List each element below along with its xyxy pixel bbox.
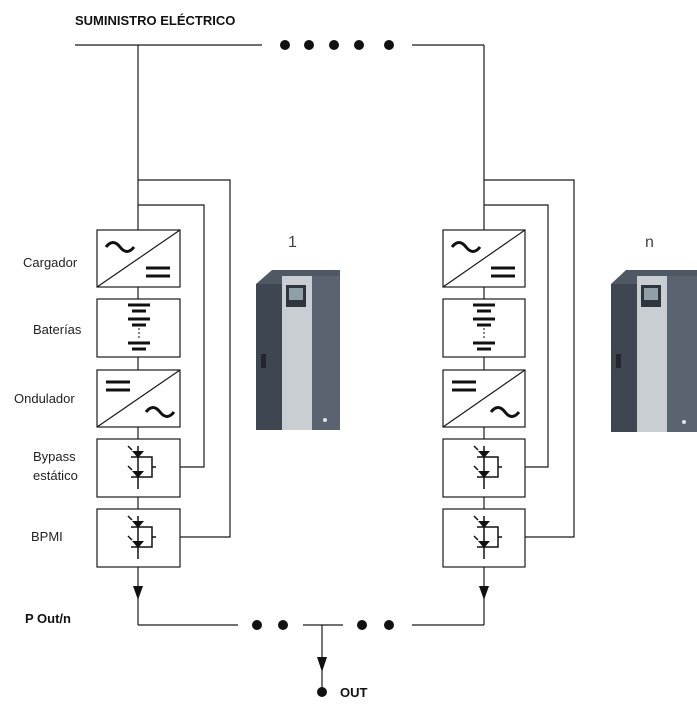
- bypass-block-n: [442, 438, 526, 498]
- label-ondulador: Ondulador: [14, 391, 75, 406]
- label-baterias: Baterías: [33, 322, 82, 337]
- supply-bus-dots: [280, 40, 394, 50]
- output-bus-dots: [252, 620, 394, 630]
- output-label: P Out/n: [25, 611, 71, 626]
- inverter-block-n: [442, 369, 526, 428]
- supply-label: SUMINISTRO ELÉCTRICO: [75, 13, 235, 28]
- ups-cabinet-1: [256, 270, 340, 430]
- out-label: OUT: [340, 685, 368, 700]
- unit-n-index: n: [645, 234, 654, 251]
- label-bypass-line2: estático: [33, 468, 78, 483]
- unit-n-output-arrow: [479, 586, 489, 600]
- bpmi-block-n: [442, 508, 526, 568]
- unit-1-index: 1: [288, 234, 297, 251]
- label-bypass-line1: Bypass: [33, 449, 76, 464]
- out-terminal: [317, 687, 327, 697]
- ups-cabinet-n: [611, 270, 697, 432]
- inverter-block-1: [96, 369, 181, 428]
- label-cargador: Cargador: [23, 255, 78, 270]
- battery-block-n: [442, 298, 526, 358]
- label-bpmi: BPMI: [31, 529, 63, 544]
- unit-1-output-arrow: [133, 586, 143, 600]
- charger-block-1: [96, 229, 181, 288]
- bypass-block-1: [96, 438, 181, 498]
- out-arrow: [317, 657, 327, 672]
- bpmi-block-1: [96, 508, 181, 568]
- ups-unit-n: [412, 45, 575, 626]
- charger-block-n: [442, 229, 526, 288]
- ups-unit-1: [137, 45, 238, 626]
- battery-block-1: [96, 298, 181, 358]
